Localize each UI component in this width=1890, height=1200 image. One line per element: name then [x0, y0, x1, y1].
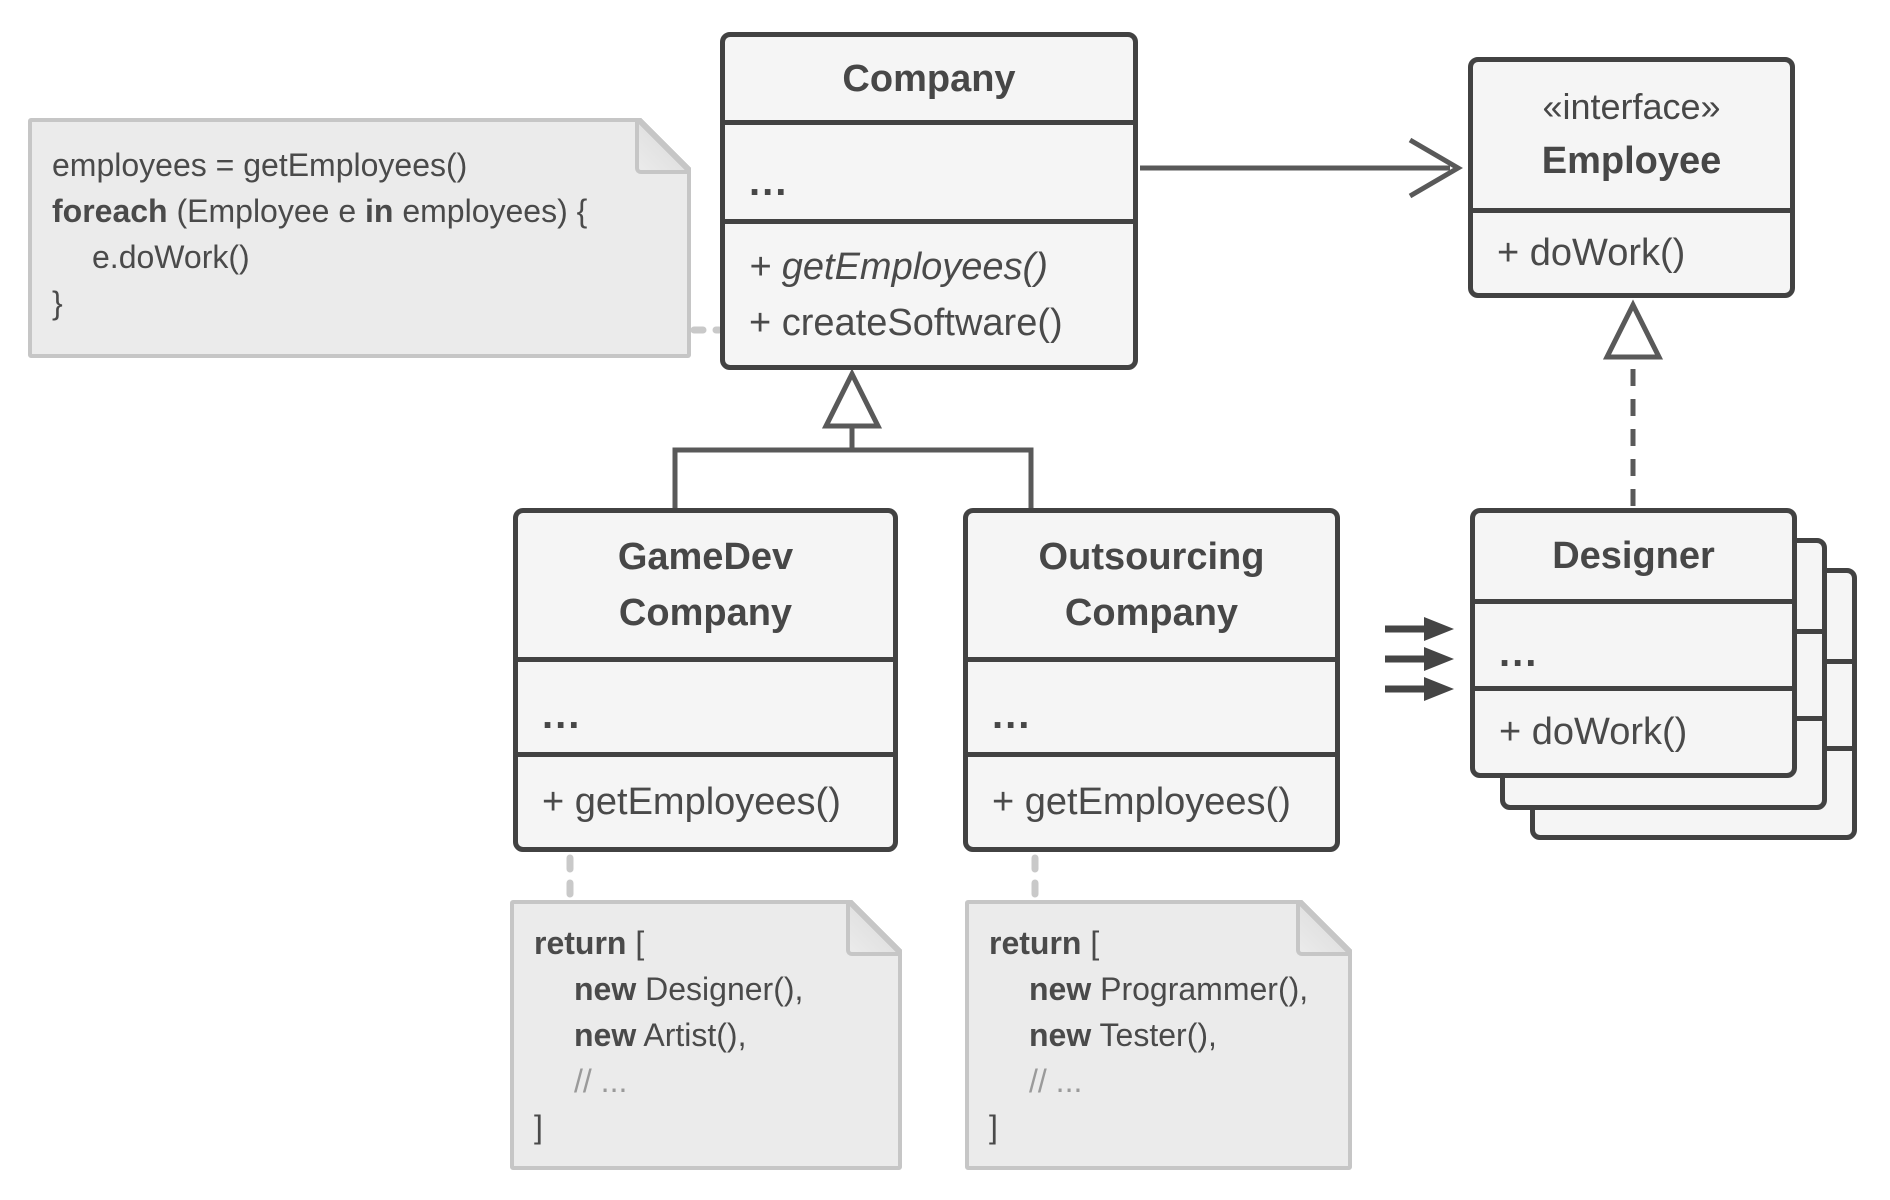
class-outsourcing-company: Outsourcing Company ... + getEmployees() [963, 508, 1340, 852]
code-run: new [1029, 971, 1092, 1007]
code-run: foreach [52, 193, 168, 229]
note-gamedev-return-text: return [new Designer(),new Artist(),// .… [534, 920, 878, 1150]
code-line: employees = getEmployees() [52, 142, 667, 188]
code-run: // ... [1029, 1063, 1083, 1099]
class-designer: Designer ... + doWork() [1470, 508, 1797, 778]
code-run: // ... [574, 1063, 628, 1099]
code-line: new Programmer(), [989, 966, 1328, 1012]
code-run: employees = getEmployees() [52, 147, 468, 183]
note-fold-corner-icon [1296, 900, 1352, 956]
inheritance-hollow-triangle [821, 368, 883, 429]
note-client-code-text: employees = getEmployees() foreach (Emplo… [52, 142, 667, 326]
class-gamedev-methods: + getEmployees() [518, 752, 893, 847]
code-run: Tester(), [1091, 1017, 1217, 1053]
interface-employee-title: Employee [1541, 140, 1722, 182]
code-run: new [574, 971, 637, 1007]
code-run: new [574, 1017, 637, 1053]
code-run: Designer(), [636, 971, 804, 1007]
code-line: ] [989, 1104, 1328, 1150]
class-company-attributes: ... [725, 120, 1133, 219]
method-getemployees-abstract: + getEmployees() [749, 245, 1048, 288]
code-line: return [ [989, 920, 1328, 966]
method-gamedev-getemployees: + getEmployees() [542, 781, 841, 823]
code-line: // ... [534, 1058, 878, 1104]
class-outsourcing-title-line2: Company [1064, 592, 1239, 634]
code-line: new Artist(), [534, 1012, 878, 1058]
interface-stereotype: «interface» [1542, 86, 1721, 127]
code-run: (Employee e [167, 193, 366, 229]
note-fold-corner-icon [846, 900, 902, 956]
method-createsoftware: + createSoftware() [749, 301, 1063, 344]
interface-employee-methods: + doWork() [1473, 208, 1790, 293]
return-arrow-head-2 [1424, 647, 1454, 671]
class-designer-attributes: ... [1475, 599, 1792, 686]
note-outsourcing-return: return [new Programmer(),new Tester(),//… [965, 900, 1352, 1170]
code-line: new Designer(), [534, 966, 878, 1012]
return-arrow-head-3 [1424, 677, 1454, 701]
class-gamedev-title-line1: GameDev [617, 536, 794, 578]
class-company-methods: + getEmployees() + createSoftware() [725, 219, 1133, 365]
class-gamedev-attributes: ... [518, 657, 893, 752]
code-line: e.doWork() [52, 234, 667, 280]
class-company: Company ... + getEmployees() + createSof… [720, 32, 1138, 370]
code-run: return [534, 925, 627, 961]
return-objects-arrows [1385, 617, 1454, 701]
code-line: // ... [989, 1058, 1328, 1104]
code-run: } [52, 285, 63, 321]
interface-employee-header: «interface» Employee [1473, 62, 1790, 208]
class-outsourcing-header: Outsourcing Company [968, 513, 1335, 657]
class-outsourcing-title-line1: Outsourcing [1038, 536, 1265, 578]
class-company-header: Company [725, 37, 1133, 120]
class-gamedev-title-line2: Company [618, 592, 793, 634]
class-outsourcing-methods: + getEmployees() [968, 752, 1335, 847]
class-company-title: Company [842, 57, 1016, 100]
return-arrow-head-1 [1424, 617, 1454, 641]
note-fold-corner-icon [635, 118, 691, 174]
class-gamedev-header: GameDev Company [518, 513, 893, 657]
method-outsourcing-getemployees: + getEmployees() [992, 781, 1291, 823]
code-run: [ [1081, 925, 1100, 961]
code-run: new [1029, 1017, 1092, 1053]
realization-hollow-triangle [1602, 299, 1664, 360]
code-run: in [365, 193, 394, 229]
class-designer-methods: + doWork() [1475, 686, 1792, 773]
code-run: return [989, 925, 1082, 961]
code-run: employees) { [393, 193, 588, 229]
code-line: foreach (Employee e in employees) { [52, 188, 667, 234]
inheritance-branch-line [672, 447, 1034, 510]
code-line: ] [534, 1104, 878, 1150]
code-run: ] [989, 1109, 998, 1145]
code-run: e.doWork() [92, 239, 250, 275]
class-gamedev-company: GameDev Company ... + getEmployees() [513, 508, 898, 852]
code-line: return [ [534, 920, 878, 966]
class-outsourcing-attributes: ... [968, 657, 1335, 752]
method-dowork: + doWork() [1497, 232, 1686, 274]
method-designer-dowork: + doWork() [1499, 711, 1688, 753]
note-outsourcing-return-text: return [new Programmer(),new Tester(),//… [989, 920, 1328, 1150]
interface-employee: «interface» Employee + doWork() [1468, 57, 1795, 298]
association-open-arrowhead [1408, 137, 1463, 199]
note-gamedev-return: return [new Designer(),new Artist(),// .… [510, 900, 902, 1170]
code-run: [ [626, 925, 645, 961]
class-designer-header: Designer [1475, 513, 1792, 599]
code-run: Programmer(), [1091, 971, 1309, 1007]
code-line: new Tester(), [989, 1012, 1328, 1058]
note-client-code: employees = getEmployees() foreach (Emplo… [28, 118, 691, 358]
code-run: Artist(), [636, 1017, 747, 1053]
class-designer-title: Designer [1552, 535, 1715, 577]
code-run: ] [534, 1109, 543, 1145]
code-line: } [52, 280, 667, 326]
